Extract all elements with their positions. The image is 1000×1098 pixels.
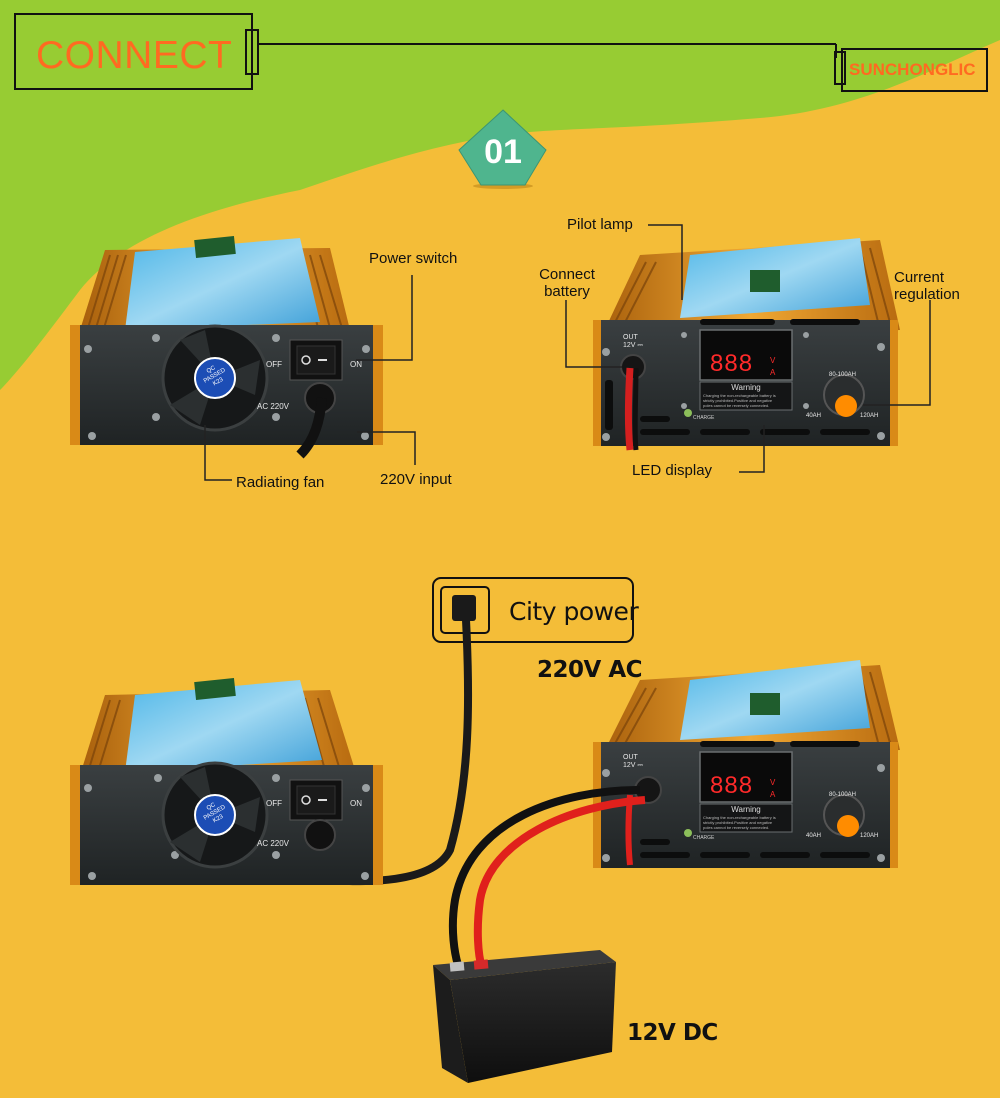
charger-front-view xyxy=(593,238,900,451)
range-mid-label-2: 80-100AH xyxy=(829,792,857,798)
charger-back-view xyxy=(70,235,383,459)
warning-label: Warning xyxy=(731,383,761,392)
led-unit-v: V xyxy=(770,356,776,365)
warning-text-line1: Charging the non-rechargeable battery is xyxy=(703,393,776,398)
brand-name: SUNCHONGLIC xyxy=(849,60,976,79)
callout-pilot-lamp: Pilot lamp xyxy=(567,216,633,233)
ac-input-label: AC 220V xyxy=(257,402,290,411)
switch-off-label-2: OFF xyxy=(266,799,282,808)
battery-cable-black xyxy=(448,786,641,967)
callout-led-display: LED display xyxy=(632,462,713,479)
callout-connect-battery-line2: battery xyxy=(544,283,590,300)
range-low-label-2: 40AH xyxy=(806,833,822,839)
switch-glyphs xyxy=(301,355,327,805)
warning-text: Charging the non-rechargeable battery is… xyxy=(703,393,776,408)
dc-voltage-label: 12V DC xyxy=(627,1020,718,1046)
switch-on-label-2: ON xyxy=(350,799,362,808)
ac-voltage-label: 220V AC xyxy=(537,657,643,683)
callout-220v-input: 220V input xyxy=(380,471,452,488)
green-background-region xyxy=(0,0,1000,390)
led-unit-v-2: V xyxy=(770,778,776,787)
battery-12v xyxy=(433,950,616,1083)
warning-text-2: Charging the non-rechargeable battery is… xyxy=(703,815,776,830)
range-high-label: 120AH xyxy=(860,413,879,419)
range-mid-label: 80-100AH xyxy=(829,372,857,378)
warning-text-line2: strictly prohibited.Positive and negativ… xyxy=(703,398,773,403)
switch-off-label: OFF xyxy=(266,360,282,369)
step-badge xyxy=(458,109,547,186)
led-digits-2: 888 xyxy=(710,772,754,799)
out-port-label-voltage: 12V ⎓ xyxy=(623,342,643,349)
battery-cable-red xyxy=(473,796,646,970)
out-port-label: OUT 12V ⎓ xyxy=(623,334,643,350)
callout-current-regulation-line2: regulation xyxy=(894,286,960,303)
charge-indicator-label-2: CHARGE xyxy=(693,835,715,841)
page-title: CONNECT xyxy=(36,34,233,77)
callout-lines-back xyxy=(204,275,416,481)
range-low-label: 40AH xyxy=(806,413,822,419)
callout-current-regulation-line1: Current xyxy=(894,269,945,286)
led-digits: 888 xyxy=(710,350,754,377)
switch-on-label: ON xyxy=(350,360,362,369)
out-port-label-2: OUT 12V ⎓ xyxy=(623,754,643,770)
out-port-label-2-voltage: 12V ⎓ xyxy=(623,762,643,769)
city-power-label: City power xyxy=(509,597,639,626)
warning-text-2-line3: poles cannot be reversely connected. xyxy=(703,825,770,830)
charger-front-view-connected xyxy=(593,660,900,868)
callout-lines-front xyxy=(565,224,931,473)
led-unit-a-2: A xyxy=(770,790,776,799)
battery-cable-stub xyxy=(625,794,633,866)
title-frame xyxy=(14,13,253,90)
brand-frame xyxy=(841,48,988,92)
warning-text-line3: poles cannot be reversely connected. xyxy=(703,403,770,408)
brand-frame-terminal xyxy=(834,51,846,85)
range-high-label-2: 120AH xyxy=(860,833,879,839)
charger-back-view-connected xyxy=(70,677,383,885)
callout-connect-battery: Connect battery xyxy=(533,266,601,300)
callout-current-regulation: Current regulation xyxy=(894,269,960,303)
step-number: 01 xyxy=(484,133,522,171)
warning-label-2: Warning xyxy=(731,805,761,814)
ac-input-label-2: AC 220V xyxy=(257,839,290,848)
callout-connect-battery-line1: Connect xyxy=(539,266,595,283)
warning-text-2-line2: strictly prohibited.Positive and negativ… xyxy=(703,820,773,825)
out-port-label-title: OUT xyxy=(623,334,638,341)
callout-radiating-fan: Radiating fan xyxy=(236,474,325,491)
charge-indicator-label: CHARGE xyxy=(693,415,715,421)
power-plug xyxy=(452,595,476,621)
city-power-box xyxy=(432,577,634,643)
warning-text-2-line1: Charging the non-rechargeable battery is xyxy=(703,815,776,820)
led-unit-a: A xyxy=(770,368,776,377)
out-port-label-2-title: OUT xyxy=(623,754,638,761)
callout-power-switch: Power switch xyxy=(369,250,458,267)
title-frame-terminal xyxy=(245,29,259,75)
